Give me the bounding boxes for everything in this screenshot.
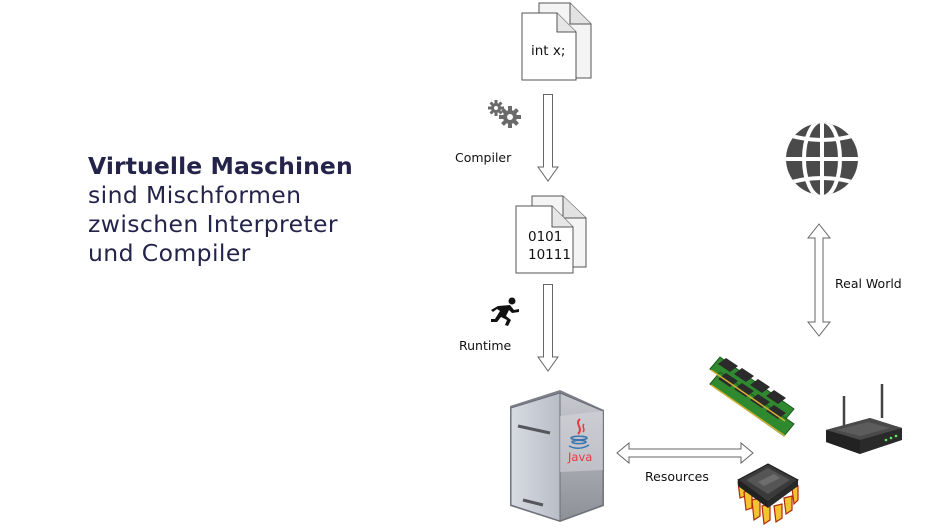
- runtime-label: Runtime: [459, 338, 512, 353]
- java-label: Java: [567, 450, 592, 464]
- running-person-icon: [491, 297, 519, 326]
- resources-arrow: [616, 441, 754, 465]
- java-vm-server-icon: Java: [510, 390, 604, 522]
- headline-line-1: sind Mischformen: [88, 181, 302, 209]
- globe-icon: [786, 123, 858, 195]
- compile-arrow: [537, 94, 559, 182]
- bytecode-line-2: 10111: [528, 247, 571, 263]
- source-document-stack-icon: int x;: [521, 2, 592, 81]
- source-code-text: int x;: [531, 43, 565, 59]
- cpu-chip-icon: [737, 463, 799, 526]
- compiler-label: Compiler: [455, 150, 512, 165]
- headline-line-2: zwischen Interpreter: [88, 210, 338, 238]
- headline-line-3: und Compiler: [88, 239, 251, 267]
- bytecode-line-1: 0101: [528, 229, 562, 245]
- router-icon: [826, 384, 902, 454]
- runtime-arrow: [537, 284, 559, 372]
- real-world-arrow: [806, 223, 832, 337]
- gears-icon: [488, 100, 521, 128]
- ram-icon: [709, 356, 795, 437]
- headline: Virtuelle Maschinen sind Mischformen zwi…: [88, 152, 408, 268]
- resources-label: Resources: [645, 469, 709, 484]
- java-logo-icon: Java: [567, 418, 592, 464]
- real-world-label: Real World: [835, 276, 902, 291]
- headline-title: Virtuelle Maschinen: [88, 152, 353, 180]
- bytecode-document-stack-icon: 0101 10111: [515, 195, 587, 274]
